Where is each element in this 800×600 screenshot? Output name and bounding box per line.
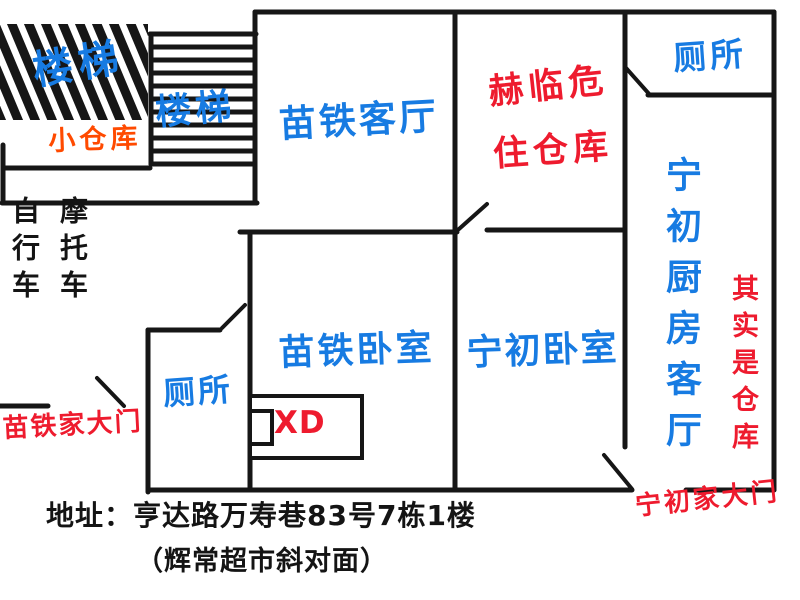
stair-indoor-label: 楼梯 xyxy=(153,86,238,134)
door-leaf-toilet-upper xyxy=(624,66,652,97)
xd-mark-label: XD xyxy=(274,405,326,441)
toilet-lower-label: 厕所 xyxy=(161,370,235,413)
door-leaf-ningchu-main xyxy=(602,453,634,491)
toilet-upper-label: 厕所 xyxy=(671,33,749,78)
bicycle-label: 自行车 xyxy=(8,196,41,307)
indoor-stairs-steps-icon xyxy=(147,31,259,167)
actually-storage-note-label: 其实是仓库 xyxy=(727,274,758,459)
outdoor-stairs-hatch-icon xyxy=(0,24,148,120)
ningchu-bedroom-label: 宁初卧室 xyxy=(465,327,620,374)
door-leaf-living-room xyxy=(457,202,489,231)
door-leaf-miaotie-main xyxy=(95,376,126,408)
walls xyxy=(0,9,777,495)
door-swings xyxy=(95,66,652,491)
ningchu-kitchen-living-label: 宁初厨房客厅 xyxy=(660,156,701,462)
miaotie-main-door-label: 苗铁家大门 xyxy=(1,406,144,444)
address-line1: 地址：亨达路万寿巷83号7栋1楼 xyxy=(46,499,476,532)
door-leaf-toilet-lower xyxy=(220,303,247,330)
motorcycle-label: 摩托车 xyxy=(56,196,89,307)
miaotie-bedroom-label: 苗铁卧室 xyxy=(277,327,436,374)
xd-box-notch xyxy=(248,409,274,446)
miaotie-living-room-label: 苗铁客厅 xyxy=(277,94,440,146)
address-line2: （辉常超市斜对面） xyxy=(136,546,388,577)
xd-box xyxy=(248,394,364,460)
small-storage-label: 小仓库 xyxy=(47,122,142,157)
storage-resident-label-line2: 住仓库 xyxy=(491,126,615,175)
